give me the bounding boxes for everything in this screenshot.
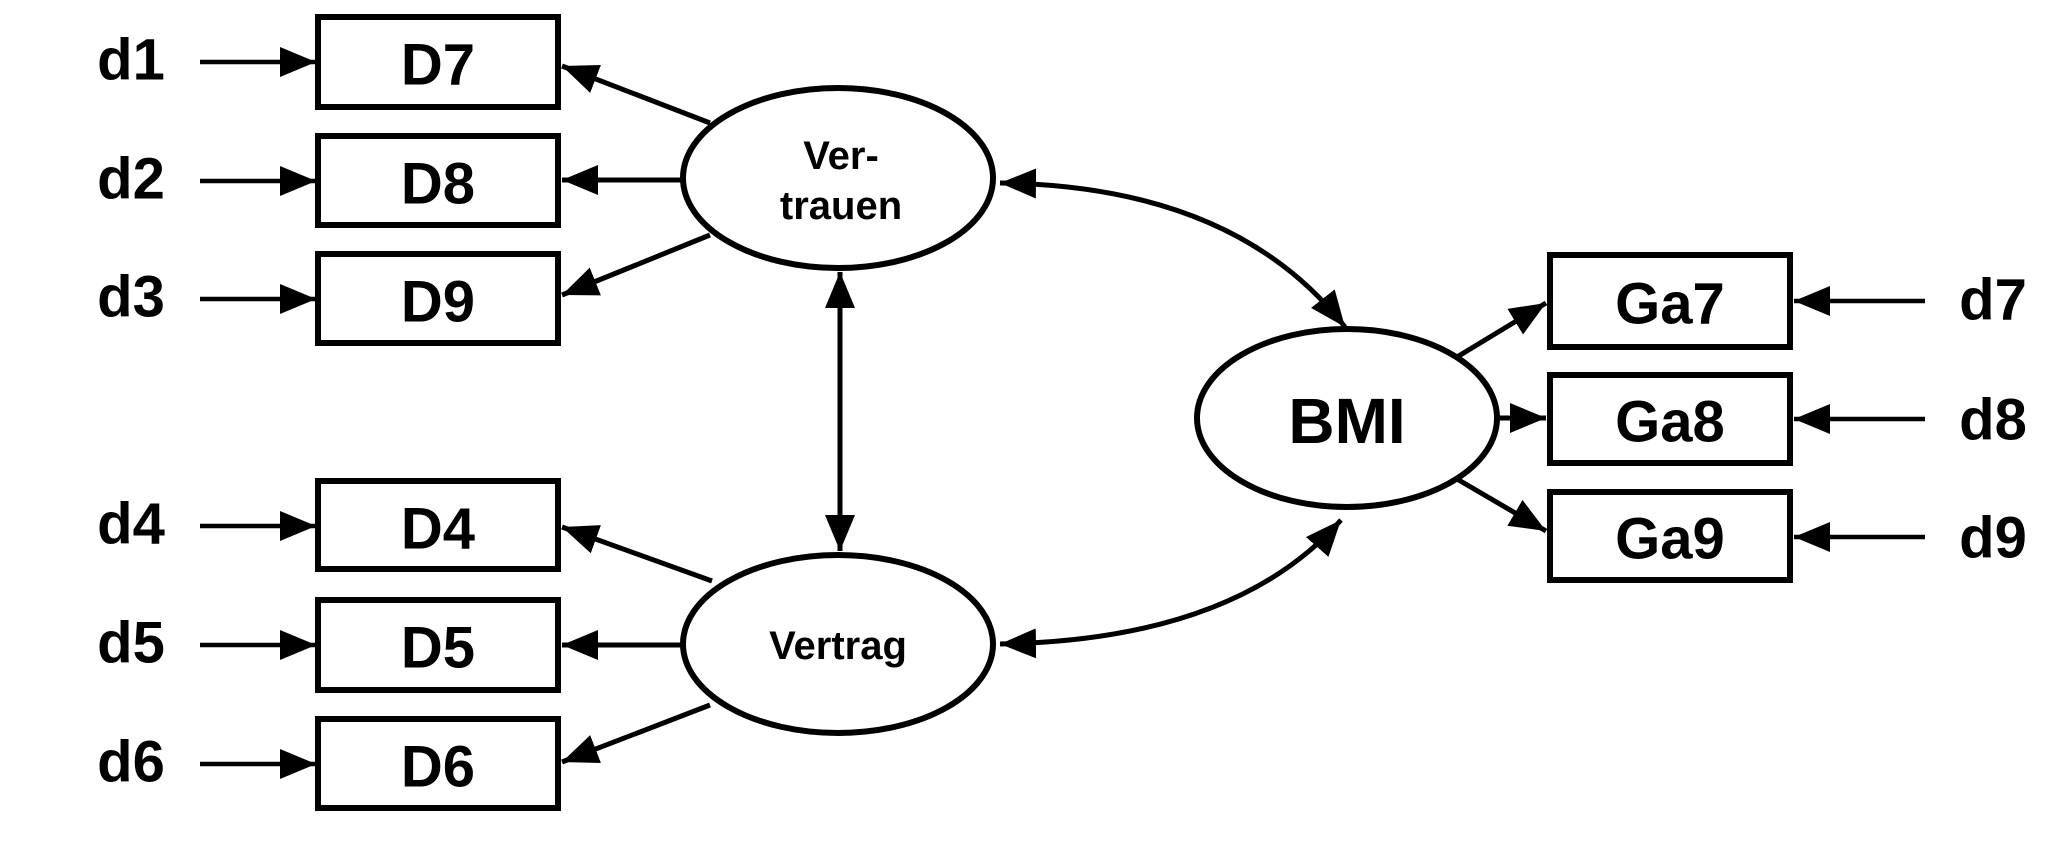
latent-ellipse-vertrauen — [680, 85, 996, 271]
indicator-label-Ga9: Ga9 — [1615, 507, 1725, 572]
covariance-vertrauen-bmi — [999, 168, 1347, 329]
indicator-label-D5: D5 — [401, 616, 475, 681]
loading-vertrauen-to-D9 — [561, 232, 711, 298]
latent-ellipse-bmi — [1194, 326, 1500, 510]
indicator-label-D7: D7 — [401, 33, 475, 98]
latent-label-vertrag: Vertrag — [769, 624, 907, 668]
loading-bmi-to-Ga9 — [1455, 476, 1548, 534]
loading-bmi-to-Ga7 — [1455, 300, 1548, 360]
error-label-d6: d6 — [97, 730, 165, 795]
latent-ellipse-vertrag — [680, 552, 996, 736]
error-label-d8: d8 — [1959, 388, 2027, 453]
indicator-box-Ga9 — [1547, 489, 1793, 583]
indicator-label-Ga8: Ga8 — [1615, 390, 1725, 455]
error-label-d1: d1 — [97, 28, 165, 93]
latent-label-bmi: BMI — [1288, 385, 1405, 457]
indicator-label-D9: D9 — [401, 270, 475, 335]
indicator-box-Ga8 — [1547, 372, 1793, 466]
error-label-d3: d3 — [97, 265, 165, 330]
error-label-d2: d2 — [97, 147, 165, 212]
indicator-box-D9 — [315, 251, 561, 346]
indicator-box-D5 — [315, 597, 561, 693]
latent-label-vertrauen-line1: Ver- — [803, 134, 879, 178]
indicator-label-D6: D6 — [401, 735, 475, 800]
error-label-d4: d4 — [97, 492, 165, 557]
indicator-box-Ga7 — [1547, 252, 1793, 350]
covariance-vertrag-bmi — [999, 518, 1343, 659]
indicator-label-Ga7: Ga7 — [1615, 272, 1725, 337]
error-label-d9: d9 — [1959, 506, 2027, 571]
latent-label-vertrauen-line2: trauen — [780, 184, 902, 228]
indicator-box-D8 — [315, 133, 561, 228]
error-label-d7: d7 — [1959, 268, 2027, 333]
indicator-box-D7 — [315, 14, 561, 110]
indicator-label-D8: D8 — [401, 152, 475, 217]
indicator-box-D6 — [315, 716, 561, 811]
loading-vertrag-to-D6 — [561, 702, 711, 765]
indicator-box-D4 — [315, 478, 561, 572]
error-label-d5: d5 — [97, 611, 165, 676]
indicator-label-D4: D4 — [401, 497, 475, 562]
loading-vertrag-to-D4 — [561, 524, 713, 584]
loading-vertrauen-to-D7 — [561, 63, 711, 126]
